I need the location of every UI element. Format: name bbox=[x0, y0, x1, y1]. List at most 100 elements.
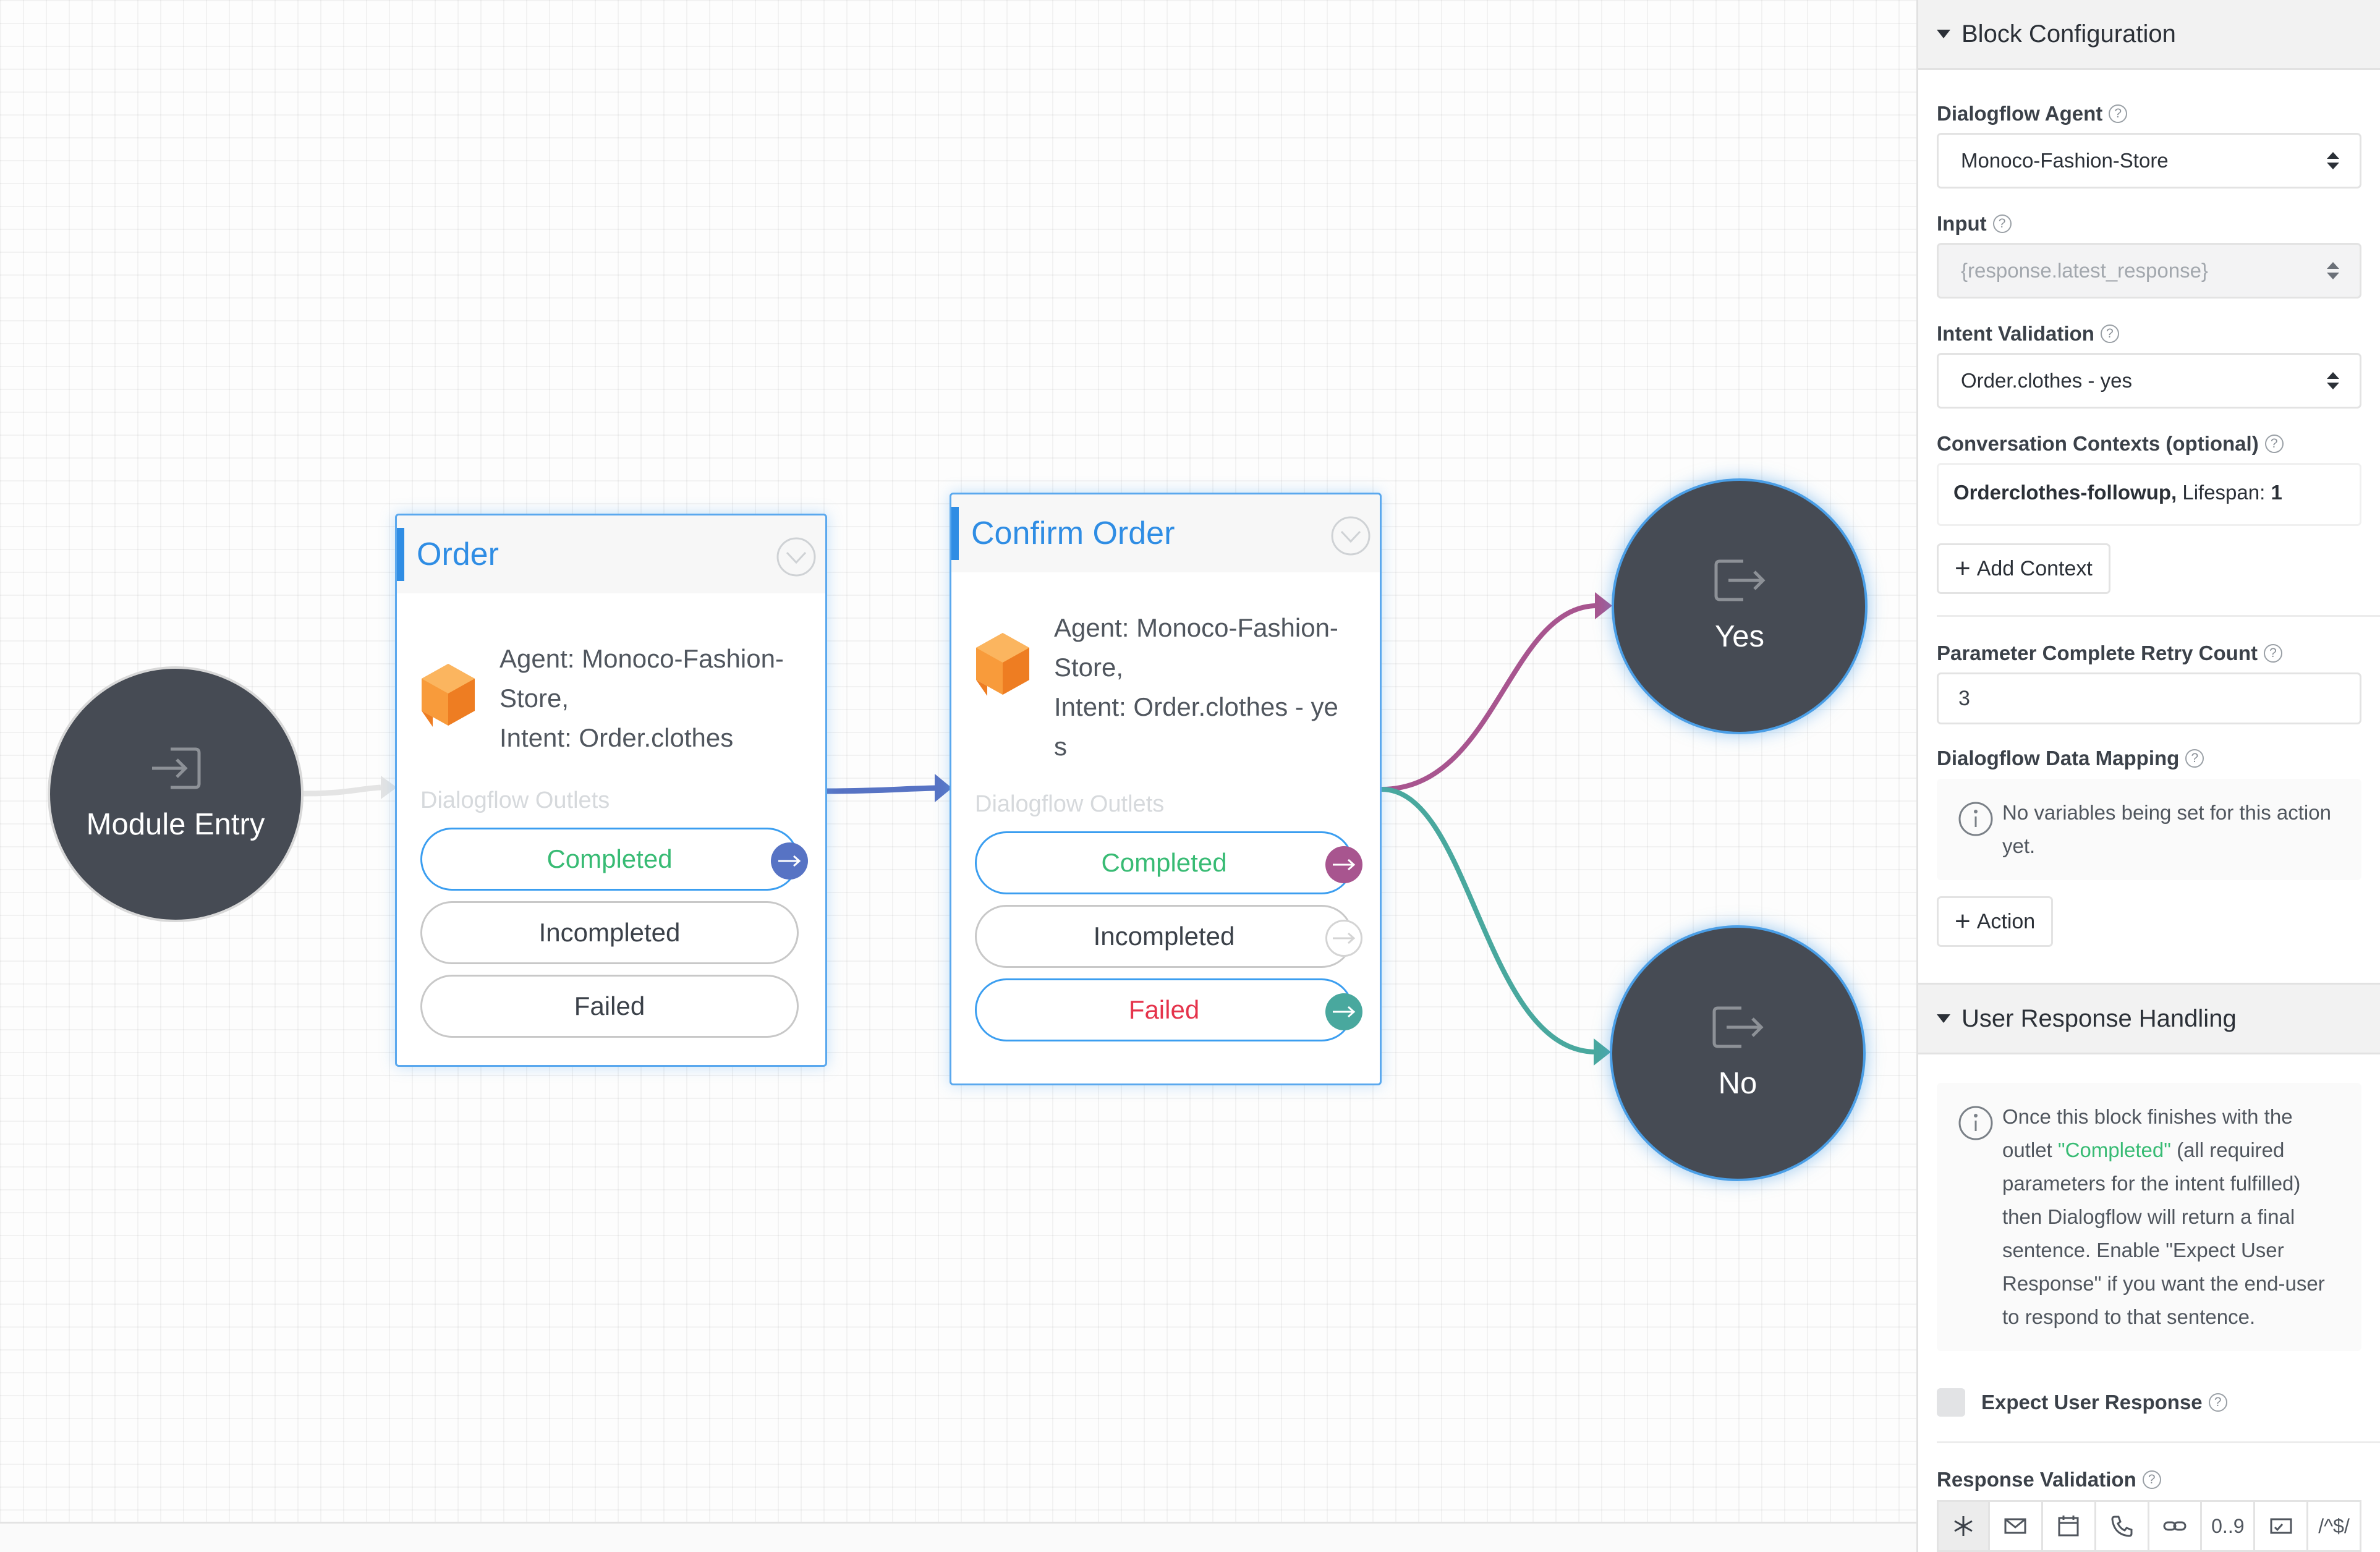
input-select: {response.latest_response} bbox=[1937, 243, 2361, 299]
no-label: No bbox=[1718, 1067, 1757, 1100]
order-block[interactable]: Order Agent: Monoco-Fashion-Store, Inten… bbox=[395, 514, 827, 1067]
data-mapping-info-text: No variables being set for this action y… bbox=[2002, 801, 2331, 857]
expect-response-row: Expect User Response ? bbox=[1937, 1388, 2361, 1417]
retry-count-input[interactable]: 3 bbox=[1937, 672, 2361, 724]
block-configuration-header[interactable]: Block Configuration bbox=[1918, 0, 2380, 70]
validation-any-button[interactable] bbox=[1937, 1500, 1990, 1552]
add-context-button[interactable]: + Add Context bbox=[1937, 543, 2110, 594]
user-response-header[interactable]: User Response Handling bbox=[1918, 983, 2380, 1054]
conversation-contexts-label-text: Conversation Contexts (optional) bbox=[1937, 432, 2259, 455]
caret-down-icon bbox=[1937, 30, 1950, 38]
select-arrows-icon bbox=[2327, 262, 2339, 279]
add-action-button[interactable]: + Action bbox=[1937, 896, 2054, 947]
help-icon[interactable]: ? bbox=[2208, 1393, 2227, 1412]
outlet-incompleted-label: Incompleted bbox=[538, 918, 681, 947]
outlet-incompleted[interactable]: Incompleted bbox=[420, 901, 799, 964]
help-icon[interactable]: ? bbox=[1992, 214, 2012, 233]
outlet-incompleted-label: Incompleted bbox=[1093, 922, 1235, 951]
no-exit-node[interactable]: No bbox=[1610, 925, 1866, 1181]
validation-url-button[interactable] bbox=[2149, 1500, 2203, 1552]
plus-icon: + bbox=[1955, 906, 1971, 936]
order-block-header[interactable]: Order bbox=[397, 515, 825, 593]
dialogflow-agent-label-text: Dialogflow Agent bbox=[1937, 102, 2103, 125]
expect-response-label-text: Expect User Response bbox=[1981, 1391, 2203, 1414]
intent-line: Intent: Order.clothes bbox=[499, 723, 734, 752]
validation-card-button[interactable] bbox=[2255, 1500, 2309, 1552]
help-icon[interactable]: ? bbox=[2185, 749, 2204, 768]
outlet-completed[interactable]: Completed bbox=[420, 828, 808, 891]
outlet-failed-label: Failed bbox=[574, 991, 645, 1020]
validation-phone-button[interactable] bbox=[2096, 1500, 2149, 1552]
select-arrows-icon bbox=[2327, 152, 2339, 169]
block-accent bbox=[397, 528, 404, 581]
context-lifespan-label: Lifespan: bbox=[2177, 481, 2271, 504]
input-value: {response.latest_response} bbox=[1961, 259, 2208, 282]
validation-toolbar: 0..9 /^$/ bbox=[1937, 1500, 2361, 1552]
outlet-failed[interactable]: Failed bbox=[975, 978, 1362, 1041]
block-config-panel: Block Configuration Dialogflow Agent ? M… bbox=[1916, 0, 2380, 1552]
info-text-post: (all required parameters for the intent … bbox=[2002, 1139, 2325, 1328]
intent-validation-label-text: Intent Validation bbox=[1937, 322, 2094, 345]
validation-number-button[interactable]: 0..9 bbox=[2202, 1500, 2256, 1552]
agent-info: Agent: Monoco-Fashion-Store, Intent: Ord… bbox=[499, 639, 790, 758]
add-action-label: Action bbox=[1976, 909, 2036, 933]
outlet-completed-label: Completed bbox=[546, 844, 673, 873]
expect-response-checkbox[interactable] bbox=[1937, 1388, 1965, 1417]
chevron-down-icon[interactable] bbox=[776, 536, 817, 577]
outlet-arrow-icon[interactable] bbox=[771, 842, 808, 880]
outlets-label: Dialogflow Outlets bbox=[975, 791, 1165, 817]
conversation-contexts-label: Conversation Contexts (optional) ? bbox=[1937, 432, 2361, 456]
validation-email-button[interactable] bbox=[1989, 1500, 2043, 1552]
help-icon[interactable]: ? bbox=[2264, 435, 2284, 453]
help-icon[interactable]: ? bbox=[2109, 104, 2128, 123]
retry-count-label: Parameter Complete Retry Count ? bbox=[1937, 642, 2361, 665]
intent-validation-select[interactable]: Order.clothes - yes bbox=[1937, 353, 2361, 409]
connector-confirm-yes bbox=[1381, 603, 1598, 792]
chevron-down-icon[interactable] bbox=[1330, 515, 1371, 556]
connector-confirm-yes-arrow bbox=[1595, 592, 1612, 619]
context-lifespan-value: 1 bbox=[2271, 481, 2282, 504]
outlet-failed[interactable]: Failed bbox=[420, 975, 799, 1038]
flow-canvas[interactable]: Module Entry Order Agent: Monoco-Fashion… bbox=[0, 0, 1916, 1552]
data-mapping-label-text: Dialogflow Data Mapping bbox=[1937, 747, 2180, 770]
agent-info: Agent: Monoco-Fashion-Store, Intent: Ord… bbox=[1054, 608, 1345, 766]
caret-down-icon bbox=[1937, 1014, 1950, 1023]
outlet-arrow-icon[interactable] bbox=[1325, 920, 1362, 957]
validation-date-button[interactable] bbox=[2042, 1500, 2096, 1552]
connector-entry-order-arrow bbox=[381, 776, 397, 799]
outlet-arrow-icon[interactable] bbox=[1325, 846, 1362, 883]
exit-icon bbox=[1714, 559, 1766, 601]
add-context-label: Add Context bbox=[1976, 556, 2093, 580]
module-entry-node[interactable]: Module Entry bbox=[48, 666, 304, 922]
help-icon[interactable]: ? bbox=[2142, 1470, 2161, 1489]
context-name: Orderclothes-followup, bbox=[1953, 481, 2177, 504]
dialogflow-logo-icon bbox=[976, 633, 1029, 696]
outlet-incompleted[interactable]: Incompleted bbox=[975, 905, 1362, 968]
connector-confirm-no bbox=[1381, 787, 1597, 1054]
dialogflow-agent-select[interactable]: Monoco-Fashion-Store bbox=[1937, 133, 2361, 189]
confirm-order-block[interactable]: Confirm Order Agent: Monoco-Fashion-Stor… bbox=[950, 493, 1382, 1085]
calendar-icon bbox=[2058, 1516, 2079, 1537]
response-validation-label: Response Validation ? bbox=[1937, 1468, 2361, 1491]
outlet-failed-label: Failed bbox=[1128, 995, 1200, 1024]
help-icon[interactable]: ? bbox=[2263, 644, 2282, 663]
order-block-title: Order bbox=[417, 536, 499, 572]
enter-icon bbox=[152, 747, 201, 789]
retry-count-label-text: Parameter Complete Retry Count bbox=[1937, 642, 2258, 664]
outlet-completed[interactable]: Completed bbox=[975, 831, 1362, 894]
connector-order-confirm bbox=[827, 785, 937, 794]
context-item[interactable]: Orderclothes-followup, Lifespan: 1 bbox=[1937, 463, 2361, 526]
retry-count-value: 3 bbox=[1958, 687, 1970, 710]
help-icon[interactable]: ? bbox=[2100, 324, 2119, 343]
phone-icon bbox=[2111, 1516, 2133, 1537]
module-entry-label: Module Entry bbox=[86, 808, 265, 841]
confirm-block-header[interactable]: Confirm Order bbox=[951, 494, 1380, 572]
yes-exit-node[interactable]: Yes bbox=[1612, 478, 1868, 734]
outlet-arrow-icon[interactable] bbox=[1325, 993, 1362, 1030]
canvas-bottom-bar bbox=[0, 1522, 1916, 1552]
connectors bbox=[303, 592, 1612, 1066]
validation-regex-button[interactable]: /^$/ bbox=[2308, 1500, 2361, 1552]
mail-icon bbox=[2004, 1518, 2026, 1534]
connector-entry-order bbox=[303, 784, 381, 797]
intent-line: Intent: Order.clothes - yes bbox=[1054, 692, 1338, 761]
